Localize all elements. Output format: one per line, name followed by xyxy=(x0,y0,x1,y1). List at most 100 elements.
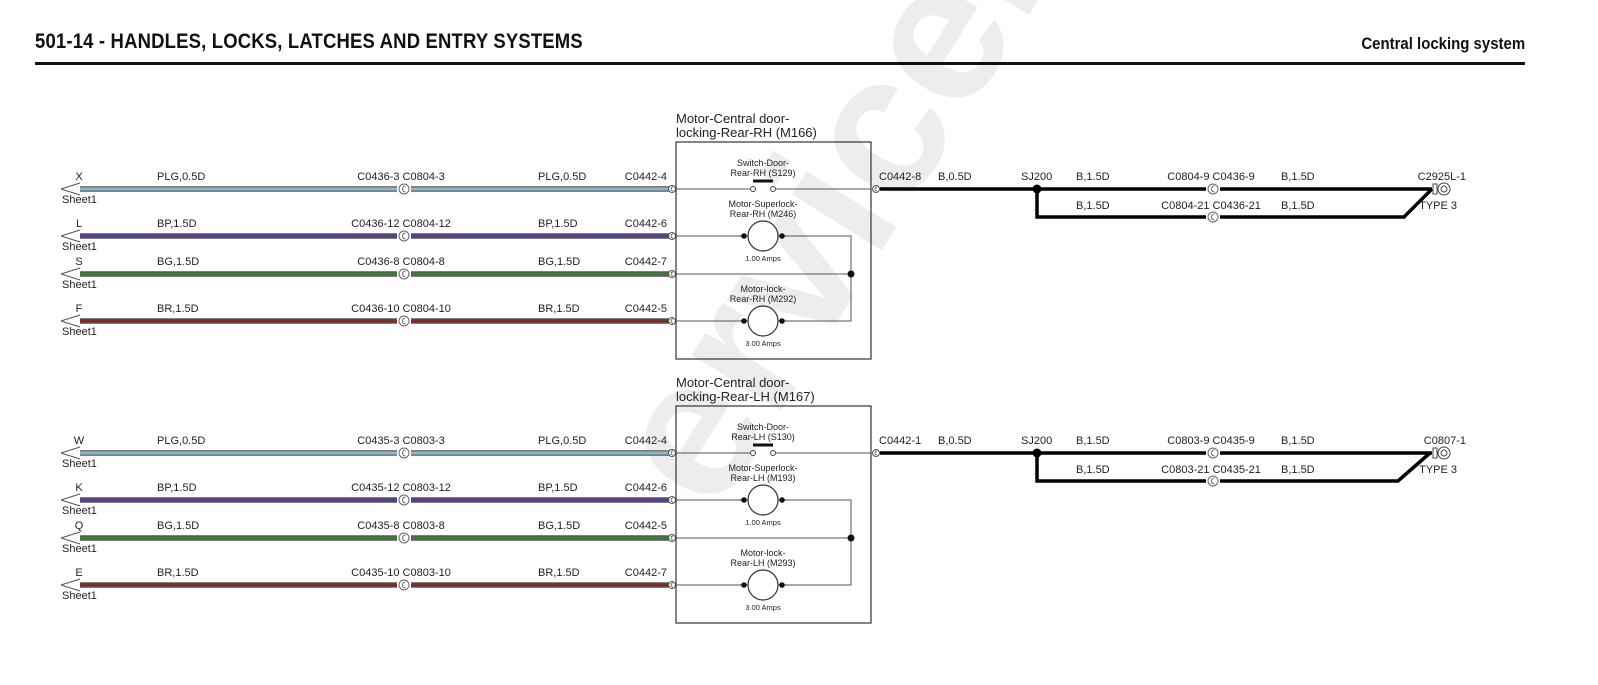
splice-label: SJ200 xyxy=(1021,435,1052,447)
inline-connector-mark xyxy=(1211,477,1215,485)
superlock-motor-amps: 1.00 Amps xyxy=(745,518,781,527)
wire-spec-label: BP,1.5D xyxy=(157,482,197,494)
lock-motor-icon xyxy=(747,305,779,337)
inline-connector-mark xyxy=(402,185,406,193)
lock-motor-icon-terminal-left xyxy=(741,318,747,324)
inline-connector xyxy=(1207,211,1219,223)
component-out-pin xyxy=(872,449,880,457)
sheet-ref-label: Sheet1 xyxy=(62,590,97,602)
sheet-ref-letter: Q xyxy=(75,520,84,532)
lock-motor-icon-terminal-right xyxy=(779,582,785,588)
sheet-ref-label: Sheet1 xyxy=(62,505,97,517)
wire-spec-label: PLG,0.5D xyxy=(157,171,205,183)
ground-wire-branch xyxy=(1035,189,1206,219)
component-out-pin-label: C0442-1 xyxy=(879,435,921,447)
component-out-pin-label: C0442-8 xyxy=(879,171,921,183)
inline-connector-mark xyxy=(402,496,406,504)
sheet-ref-letter: L xyxy=(76,218,82,230)
component-pin-label: C0442-5 xyxy=(625,303,667,315)
lock-motor-label-line1: Motor-lock- xyxy=(740,548,785,558)
component-pin xyxy=(668,317,676,325)
wire-spec-label: BG,1.5D xyxy=(538,256,580,268)
switch-label-line2: Rear-RH (S129) xyxy=(730,168,795,178)
component-pin-label: C0442-4 xyxy=(625,435,667,447)
wire-spec-label: BG,1.5D xyxy=(538,520,580,532)
ground-wire-branch xyxy=(1035,453,1206,483)
component-pin-mark xyxy=(670,233,674,239)
lock-motor-icon xyxy=(747,569,779,601)
switch-label-line1: Switch-Door- xyxy=(737,158,789,168)
component-pin-label: C0442-6 xyxy=(625,218,667,230)
switch-label-line2: Rear-LH (S130) xyxy=(731,432,795,442)
superlock-motor-label-line2: Rear-RH (M246) xyxy=(730,209,797,219)
component-pin-mark xyxy=(670,582,674,588)
component-pin-mark xyxy=(670,450,674,456)
component-out-pin xyxy=(872,185,880,193)
lock-motor-label-line1: Motor-lock- xyxy=(740,284,785,294)
component-out-pin-mark xyxy=(874,450,878,456)
wire-spec-label: PLG,0.5D xyxy=(157,435,205,447)
ground-connector-inner xyxy=(1440,185,1448,193)
wire-spec-label: BG,1.5D xyxy=(157,256,199,268)
superlock-motor-label-line1: Motor-Superlock- xyxy=(728,463,797,473)
inline-connector xyxy=(398,315,410,327)
sheet-arrow-icon xyxy=(60,229,81,243)
wire-spec-label: BR,1.5D xyxy=(157,303,199,315)
component-pin-mark xyxy=(670,271,674,277)
lock-motor-icon-terminal-left xyxy=(741,582,747,588)
component-pin-label: C0442-6 xyxy=(625,482,667,494)
wire-spec-label: B,0.5D xyxy=(938,171,972,183)
sheet-ref-letter: S xyxy=(75,256,82,268)
ground-connector-inner xyxy=(1440,449,1448,457)
wire-spec-label: B,1.5D xyxy=(1281,171,1315,183)
superlock-motor-icon-terminal-left xyxy=(741,233,747,239)
inline-connector xyxy=(398,579,410,591)
wire-spec-label: B,1.5D xyxy=(1281,200,1315,212)
superlock-motor-label-line2: Rear-LH (M193) xyxy=(730,473,795,483)
ground-connector-type: TYPE 3 xyxy=(1419,200,1457,212)
inline-connector xyxy=(1207,183,1219,195)
component-title-line1: Motor-Central door- xyxy=(676,111,789,126)
component-box xyxy=(675,141,872,360)
inline-connector xyxy=(398,268,410,280)
inline-connector xyxy=(1207,475,1219,487)
sheet-arrow-icon xyxy=(60,267,81,281)
wire-spec-label: B,1.5D xyxy=(1076,200,1110,212)
component-pin xyxy=(668,232,676,240)
component-title-line2: locking-Rear-LH (M167) xyxy=(676,389,815,404)
switch-contact-right xyxy=(770,186,776,192)
sheet-ref-label: Sheet1 xyxy=(62,326,97,338)
wire-spec-label: B,0.5D xyxy=(938,435,972,447)
switch-contact-left xyxy=(750,450,756,456)
component-pin xyxy=(668,185,676,193)
superlock-motor-icon-terminal-right xyxy=(779,233,785,239)
superlock-motor-icon xyxy=(747,220,779,252)
switch-contact-left xyxy=(750,186,756,192)
internal-wire xyxy=(787,235,852,322)
wire-spec-label: B,1.5D xyxy=(1281,435,1315,447)
sheet-ref-label: Sheet1 xyxy=(62,194,97,206)
component-pin-label: C0442-7 xyxy=(625,256,667,268)
superlock-motor-icon-terminal-right xyxy=(779,497,785,503)
wire-spec-label: B,1.5D xyxy=(1076,171,1110,183)
wire-spec-label: PLG,0.5D xyxy=(538,171,586,183)
inline-connector-label: C0435-3 C0803-3 xyxy=(357,435,444,447)
sheet-arrow-icon xyxy=(60,182,81,196)
component-pin-label: C0442-4 xyxy=(625,171,667,183)
inline-connector-label: C0435-10 C0803-10 xyxy=(351,567,451,579)
wire-spec-label: BG,1.5D xyxy=(157,520,199,532)
inline-connector-label: C0804-9 C0436-9 xyxy=(1167,171,1254,183)
wire-spec-label: BR,1.5D xyxy=(538,567,580,579)
inline-connector-mark xyxy=(1211,449,1215,457)
wire-spec-label: BP,1.5D xyxy=(538,482,578,494)
superlock-motor-amps: 1.00 Amps xyxy=(745,254,781,263)
inline-connector-label: C0436-10 C0804-10 xyxy=(351,303,451,315)
